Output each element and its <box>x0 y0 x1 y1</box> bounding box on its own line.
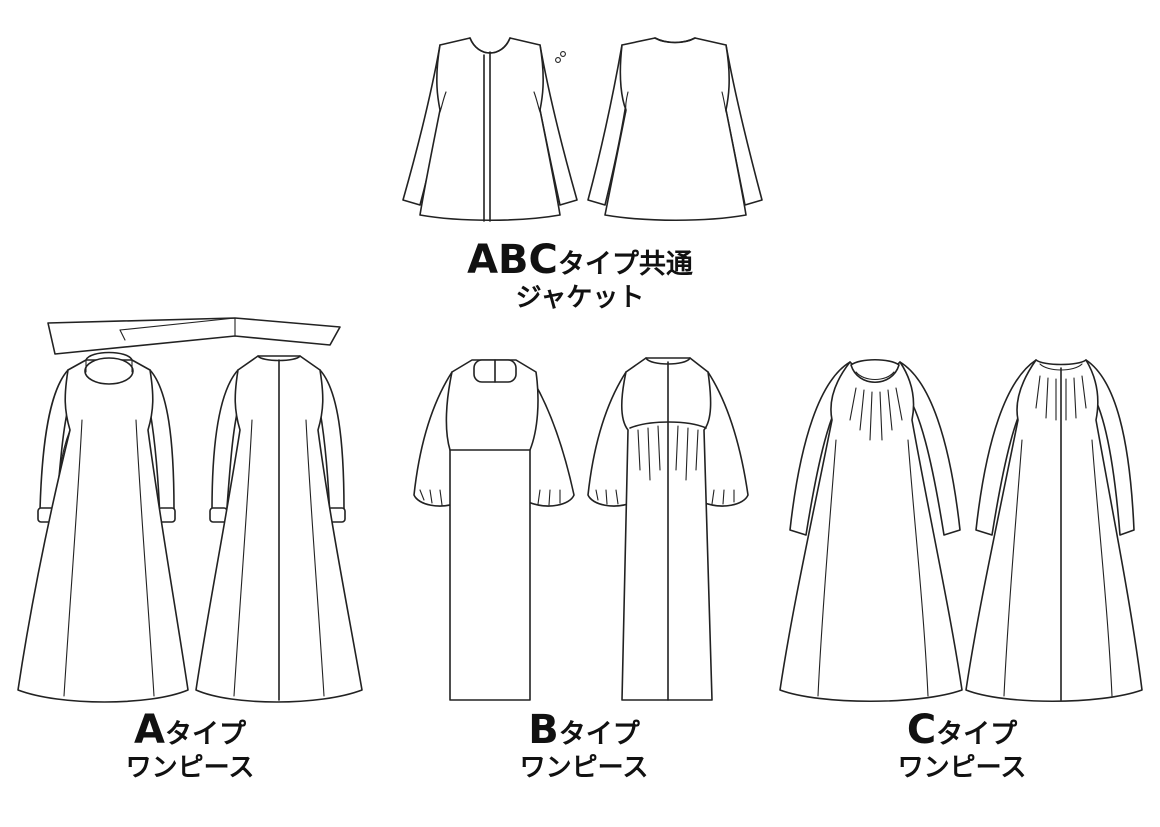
type-b-subtitle: ワンピース <box>519 753 649 783</box>
jacket-title-suffix: タイプ共通 <box>557 249 693 280</box>
jacket-caption: ABCタイプ共通 ジャケット <box>420 238 740 313</box>
type-b-caption: Bタイプ ワンピース <box>484 708 684 783</box>
type-c-subtitle: ワンピース <box>897 753 1027 783</box>
type-b-suffix: タイプ <box>558 719 640 750</box>
type-a-letter: A <box>134 707 165 753</box>
type-a-suffix: タイプ <box>164 719 246 750</box>
jacket-back-sketch <box>587 37 763 222</box>
type-a-title: Aタイプ <box>90 708 290 752</box>
type-a-front-sketch <box>17 351 189 703</box>
type-c-caption: Cタイプ ワンピース <box>862 708 1062 783</box>
type-a-caption: Aタイプ ワンピース <box>90 708 290 783</box>
belt-sketch <box>47 317 341 355</box>
type-c-back-sketch <box>965 359 1143 703</box>
type-b-front-sketch <box>413 359 575 701</box>
jacket-title: ABCタイプ共通 <box>420 238 740 282</box>
jacket-front-sketch <box>402 37 578 222</box>
type-b-letter: B <box>528 707 559 753</box>
type-c-title: Cタイプ <box>862 708 1062 752</box>
type-c-front-sketch <box>779 358 963 703</box>
type-c-suffix: タイプ <box>936 719 1018 750</box>
type-a-back-sketch <box>195 355 363 703</box>
type-a-subtitle: ワンピース <box>125 753 255 783</box>
jacket-title-prefix: ABC <box>467 237 558 283</box>
type-b-title: Bタイプ <box>484 708 684 752</box>
jacket-subtitle: ジャケット <box>515 283 645 313</box>
type-b-back-sketch <box>587 357 749 701</box>
type-c-letter: C <box>906 707 937 753</box>
